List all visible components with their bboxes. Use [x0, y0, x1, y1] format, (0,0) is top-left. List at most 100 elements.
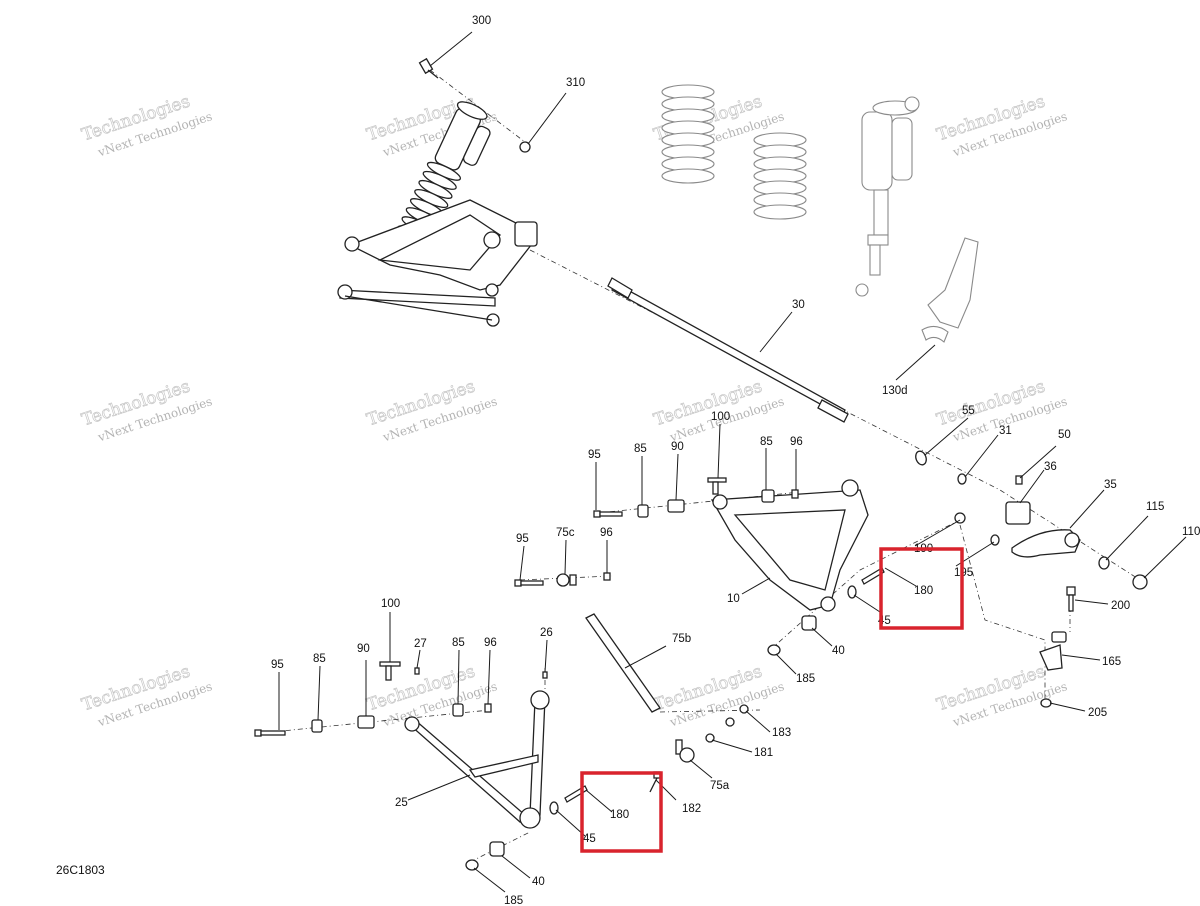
callout-100-row3: 100: [381, 598, 400, 610]
bolt-100-row1: [707, 477, 727, 495]
callout-95-row2: 95: [516, 533, 529, 545]
watermark-layer: Technologies vNext Technologies Technolo…: [79, 91, 1069, 729]
callout-85-row3b: 85: [452, 637, 465, 649]
callout-26: 26: [540, 627, 553, 639]
highlight-box-180-lower[interactable]: [580, 771, 663, 853]
ring-45-lower: [549, 801, 559, 815]
bolt-95-row3: [254, 729, 286, 737]
bushing-40-lower: [489, 841, 505, 857]
callout-180-lower: 180: [610, 809, 629, 821]
callout-183: 183: [772, 727, 791, 739]
nut-110: [1132, 574, 1148, 590]
washer-181: [705, 717, 735, 743]
callout-100-row1: 100: [711, 411, 730, 423]
fitting-27: [414, 667, 420, 675]
knuckle-35: [1011, 529, 1081, 558]
washer-96-row2: [603, 572, 611, 581]
bolt-200: [1066, 586, 1076, 612]
callout-75a: 75a: [710, 780, 730, 792]
callout-75b: 75b: [672, 633, 691, 645]
spring-bracket: [927, 237, 979, 329]
callout-50: 50: [1058, 429, 1071, 441]
bolt-95-row2: [514, 579, 544, 587]
bushing-40-upper: [801, 615, 817, 631]
callout-310: 310: [566, 77, 585, 89]
callout-75c: 75c: [556, 527, 575, 539]
a-arm-25: [404, 690, 550, 829]
sleeve-90-row1: [667, 499, 685, 513]
watermark: Technologies vNext Technologies: [79, 661, 214, 729]
nut-190: [954, 512, 966, 524]
assembly-centerlines: [261, 69, 1141, 863]
callout-40-lower: 40: [532, 876, 545, 888]
callout-30: 30: [792, 299, 805, 311]
watermark: Technologies vNext Technologies: [79, 376, 214, 444]
upper-suspension-assembly: [337, 101, 538, 327]
callout-185-upper: 185: [796, 673, 815, 685]
callout-85-row1: 85: [634, 443, 647, 455]
sleeve-90-row3: [357, 715, 375, 729]
callout-10: 10: [727, 593, 740, 605]
washer-96-row1: [791, 489, 799, 499]
spring-coil-left: [661, 84, 715, 184]
ring-45-upper: [847, 585, 857, 599]
callout-205: 205: [1088, 707, 1107, 719]
pin-180-upper: [861, 567, 885, 585]
callout-90-row1: 90: [671, 441, 684, 453]
callout-35: 35: [1104, 479, 1117, 491]
callout-96-row3: 96: [484, 637, 497, 649]
bushing-85-row1b: [761, 489, 775, 503]
a-arm-10: [710, 479, 869, 612]
callout-45-lower: 45: [583, 833, 596, 845]
callout-96-row2: 96: [600, 527, 613, 539]
ring-55: [915, 450, 927, 466]
callout-300: 300: [472, 15, 491, 27]
callout-labels: 300 310 30 130d 55 31 50 36 35 115 110 1…: [271, 15, 1200, 906]
callout-200: 200: [1111, 600, 1130, 612]
watermark: Technologies vNext Technologies: [934, 91, 1069, 159]
callout-25: 25: [395, 797, 408, 809]
callout-182: 182: [682, 803, 701, 815]
bolt-300: [418, 57, 439, 79]
callout-96-row1: 96: [790, 436, 803, 448]
washer-96-row3: [484, 703, 492, 713]
bushing-85-row1: [637, 504, 649, 518]
bushing-block-36: [1005, 501, 1031, 525]
shock-absorber-standalone: [855, 96, 920, 297]
ball-joint-165: [1039, 631, 1067, 671]
callout-95-row3: 95: [271, 659, 284, 671]
nut-205: [1040, 698, 1052, 708]
ring-31: [957, 473, 967, 485]
callout-165: 165: [1102, 656, 1121, 668]
callout-40-upper: 40: [832, 645, 845, 657]
callout-115: 115: [1146, 501, 1164, 513]
fitting-50: [1015, 475, 1023, 485]
bushing-85-row3: [311, 719, 323, 733]
nut-310: [519, 141, 531, 153]
callout-181: 181: [754, 747, 773, 759]
rod-end-75c: [556, 573, 577, 587]
cap-185-lower: [465, 859, 479, 871]
callout-55: 55: [962, 405, 975, 417]
spring-coil-right: [753, 132, 807, 220]
callout-180-upper: 180: [914, 585, 933, 597]
bolt-95-row1: [593, 510, 623, 518]
callout-27: 27: [414, 638, 427, 650]
drive-shaft-30: [607, 277, 849, 423]
watermark: Technologies vNext Technologies: [79, 91, 214, 159]
callout-85-row3: 85: [313, 653, 326, 665]
callout-85-row1b: 85: [760, 436, 773, 448]
fitting-26: [542, 671, 548, 679]
watermark: Technologies vNext Technologies: [651, 661, 786, 729]
rod-end-75a: [675, 739, 695, 763]
highlight-box-180-upper[interactable]: [879, 547, 964, 630]
tie-rod-75b: [585, 613, 661, 713]
diagram-code: 26C1803: [56, 863, 105, 877]
watermark: Technologies vNext Technologies: [364, 661, 499, 729]
bolt-100-row3: [379, 661, 401, 681]
watermark: Technologies vNext Technologies: [364, 376, 499, 444]
callout-36: 36: [1044, 461, 1057, 473]
callout-185-lower: 185: [504, 895, 523, 906]
bushing-85-row3b: [452, 703, 464, 717]
